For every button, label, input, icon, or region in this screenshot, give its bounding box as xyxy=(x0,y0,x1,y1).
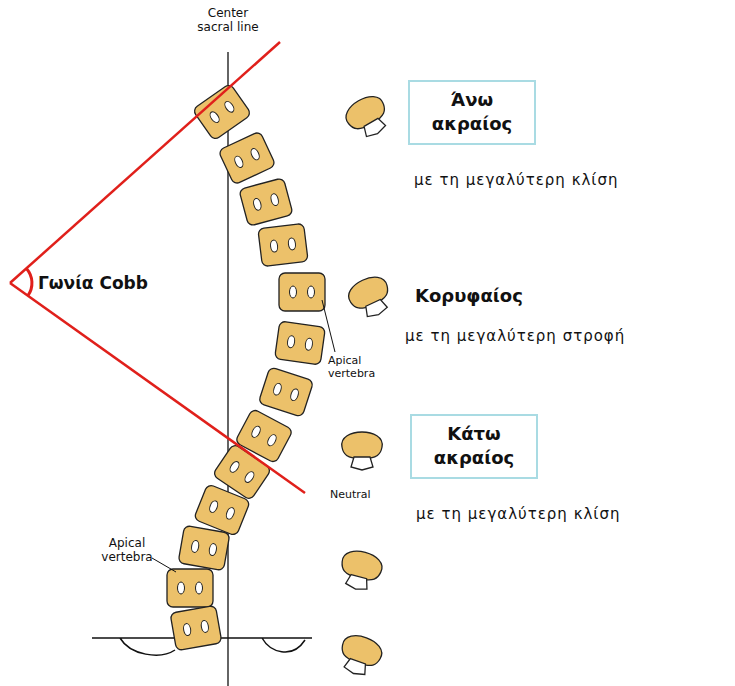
heading-label: Κορυφαίος xyxy=(415,285,523,307)
box-title: Άνω ακραίος xyxy=(408,80,536,145)
cobb-line xyxy=(10,42,280,283)
axial-vertebra xyxy=(334,631,385,681)
axial-vertebra xyxy=(341,91,395,144)
vertebra xyxy=(178,525,230,570)
vertebra xyxy=(275,321,326,365)
axial-vertebra xyxy=(342,432,382,470)
note-label: με τη μεγαλύτερη στροφή xyxy=(405,327,625,345)
end-vertebra-box: Κάτω ακραίος με τη μεγαλύτερη κλίση xyxy=(410,414,620,523)
vertebra xyxy=(239,178,293,227)
part-label: Apical vertebra xyxy=(96,536,158,565)
vertebra xyxy=(218,131,276,185)
angle-arc xyxy=(26,268,32,295)
vertebra xyxy=(167,569,213,607)
part-label: Apical vertebra xyxy=(328,354,390,380)
end-vertebra-box: Άνω ακραίος με τη μεγαλύτερη κλίση xyxy=(408,80,618,189)
box-note: με τη μεγαλύτερη κλίση xyxy=(414,171,618,189)
vertebra xyxy=(170,605,222,650)
cobb-line xyxy=(10,283,305,493)
axis-label: Center sacral line xyxy=(196,6,260,35)
part-label: Neutral xyxy=(330,488,371,501)
angle-label: Γωνία Cobb xyxy=(36,273,150,293)
box-note: με τη μεγαλύτερη κλίση xyxy=(416,505,620,523)
axial-vertebra xyxy=(336,547,385,594)
leader-line xyxy=(152,558,176,572)
vertebrae xyxy=(167,83,325,650)
axial-vertebrae xyxy=(334,91,396,681)
vertebra xyxy=(258,367,313,417)
vertebra xyxy=(279,273,325,311)
leader-line xyxy=(322,300,335,352)
box-title: Κάτω ακραίος xyxy=(410,414,538,479)
vertebra xyxy=(258,223,308,266)
axial-vertebra xyxy=(344,272,397,324)
